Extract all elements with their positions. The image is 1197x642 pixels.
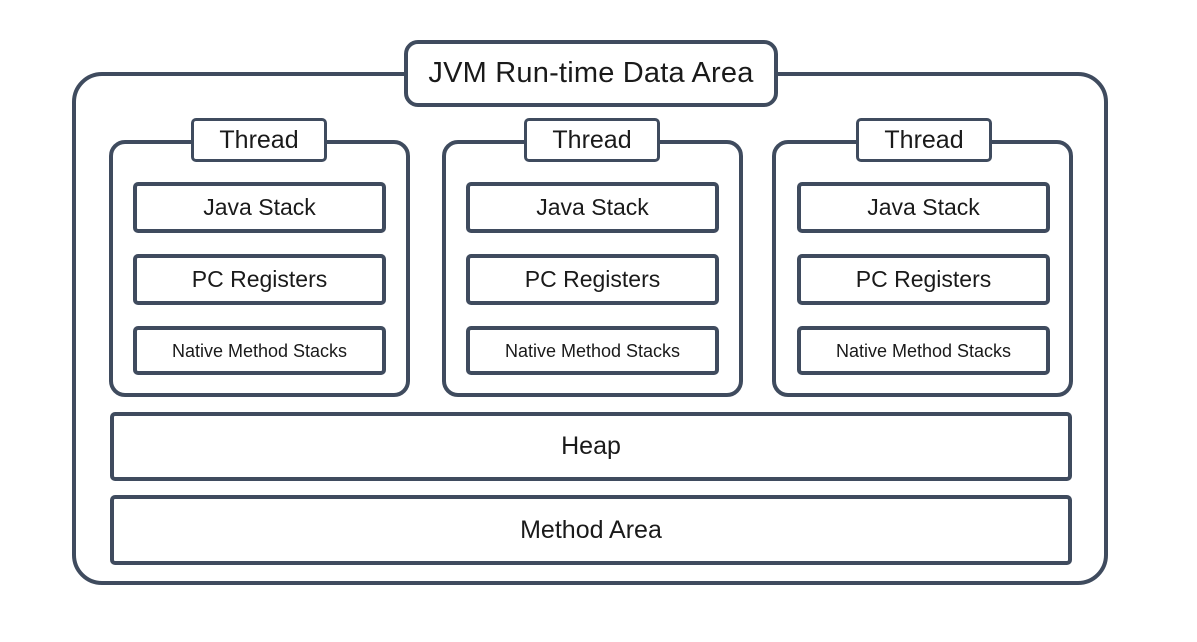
pc-registers-label-1: PC Registers — [191, 266, 328, 292]
native-method-stacks-label-1: Native Method Stacks — [171, 340, 348, 361]
page-title: JVM Run-time Data Area — [428, 57, 754, 89]
java-stack-label-3: Java Stack — [867, 194, 980, 220]
java-stack-box-3: Java Stack — [797, 182, 1050, 233]
native-method-stacks-box-3: Native Method Stacks — [797, 326, 1050, 375]
native-method-stacks-box-1: Native Method Stacks — [133, 326, 386, 375]
thread-label-box-2: Thread — [524, 118, 660, 162]
java-stack-label-2: Java Stack — [536, 194, 649, 220]
pc-registers-box-2: PC Registers — [466, 254, 719, 305]
thread-label-box-1: Thread — [191, 118, 327, 162]
method-area-label: Method Area — [520, 515, 662, 544]
pc-registers-label-3: PC Registers — [855, 266, 992, 292]
native-method-stacks-label-3: Native Method Stacks — [835, 340, 1012, 361]
thread-label-3: Thread — [884, 125, 964, 154]
pc-registers-box-1: PC Registers — [133, 254, 386, 305]
thread-label-1: Thread — [219, 125, 299, 154]
java-stack-box-2: Java Stack — [466, 182, 719, 233]
native-method-stacks-label-2: Native Method Stacks — [504, 340, 681, 361]
diagram-title-box: JVM Run-time Data Area — [404, 40, 778, 107]
method-area-box: Method Area — [110, 495, 1072, 565]
heap-label: Heap — [561, 432, 621, 460]
thread-label-2: Thread — [552, 125, 632, 154]
native-method-stacks-box-2: Native Method Stacks — [466, 326, 719, 375]
heap-box: Heap — [110, 412, 1072, 481]
java-stack-box-1: Java Stack — [133, 182, 386, 233]
pc-registers-label-2: PC Registers — [524, 266, 661, 292]
java-stack-label-1: Java Stack — [203, 194, 316, 220]
pc-registers-box-3: PC Registers — [797, 254, 1050, 305]
thread-label-box-3: Thread — [856, 118, 992, 162]
